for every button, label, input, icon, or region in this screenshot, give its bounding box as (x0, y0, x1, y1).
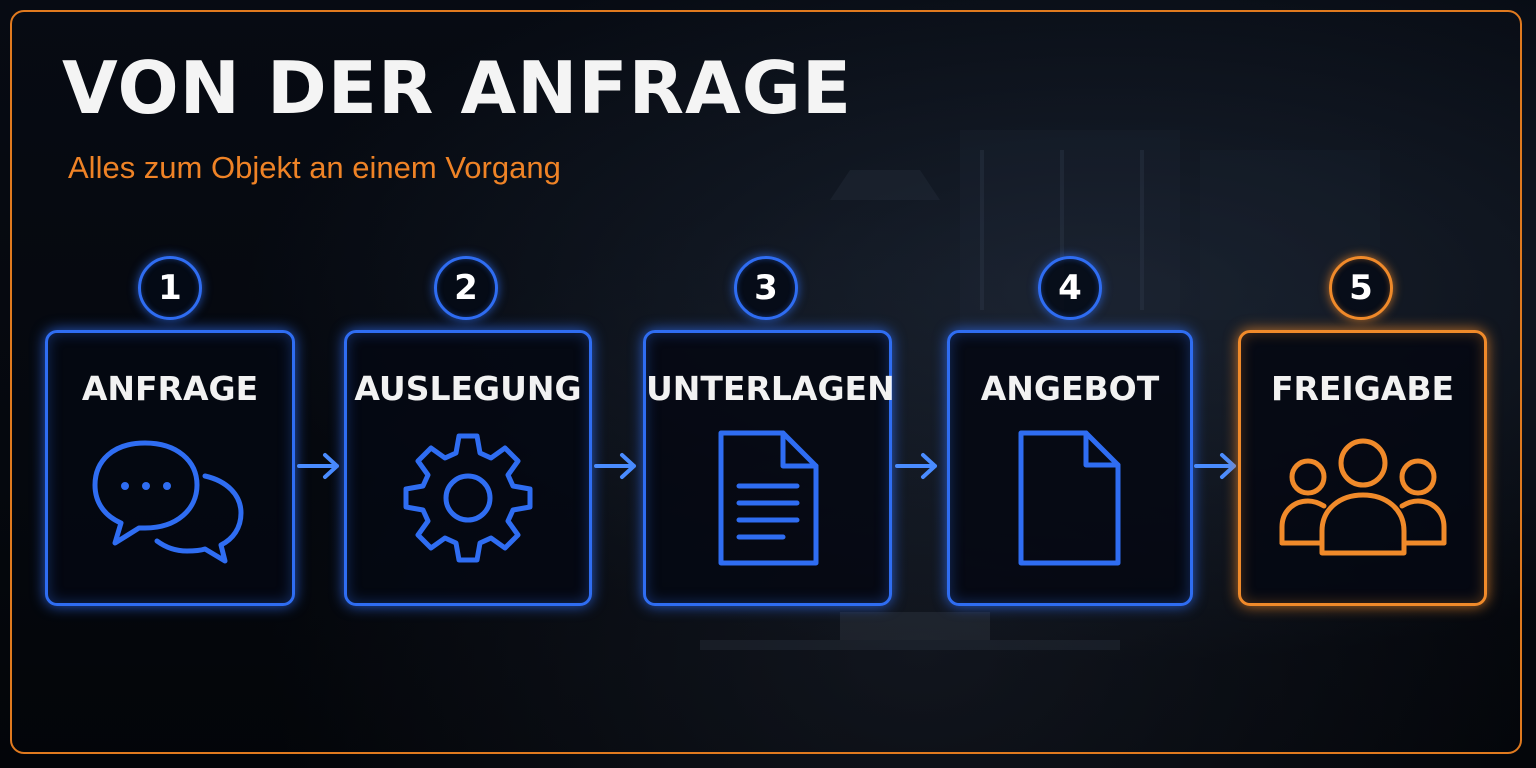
step-label-auslegung: AUSLEGUNG (354, 369, 582, 408)
gear-icon (383, 431, 553, 571)
chat-bubbles-icon (85, 431, 255, 571)
step-label-freigabe: FREIGABE (1270, 369, 1455, 408)
step-box-angebot: ANGEBOT (947, 330, 1193, 606)
arrow-right-icon (1192, 452, 1240, 480)
step-label-anfrage: ANFRAGE (81, 369, 259, 408)
step-number-3: 3 (734, 256, 798, 320)
step-number-4: 4 (1038, 256, 1102, 320)
step-box-anfrage: ANFRAGE (45, 330, 295, 606)
step-box-auslegung: AUSLEGUNG (344, 330, 592, 606)
step-box-freigabe: FREIGABE (1238, 330, 1487, 606)
step-number-2: 2 (434, 256, 498, 320)
arrow-right-icon (592, 452, 640, 480)
diagram-title: VON DER ANFRAGE (62, 46, 853, 130)
step-label-angebot: ANGEBOT (980, 369, 1160, 408)
arrow-right-icon (893, 452, 941, 480)
step-number-5: 5 (1329, 256, 1393, 320)
document-text-icon (683, 430, 853, 571)
diagram-subtitle: Alles zum Objekt an einem Vorgang (68, 150, 561, 185)
step-box-unterlagen: UNTERLAGEN (643, 330, 895, 606)
arrow-right-icon (295, 452, 343, 480)
user-group-icon (1278, 431, 1448, 571)
step-label-unterlagen: UNTERLAGEN (646, 369, 895, 408)
step-number-1: 1 (138, 256, 202, 320)
document-blank-icon (985, 430, 1155, 571)
